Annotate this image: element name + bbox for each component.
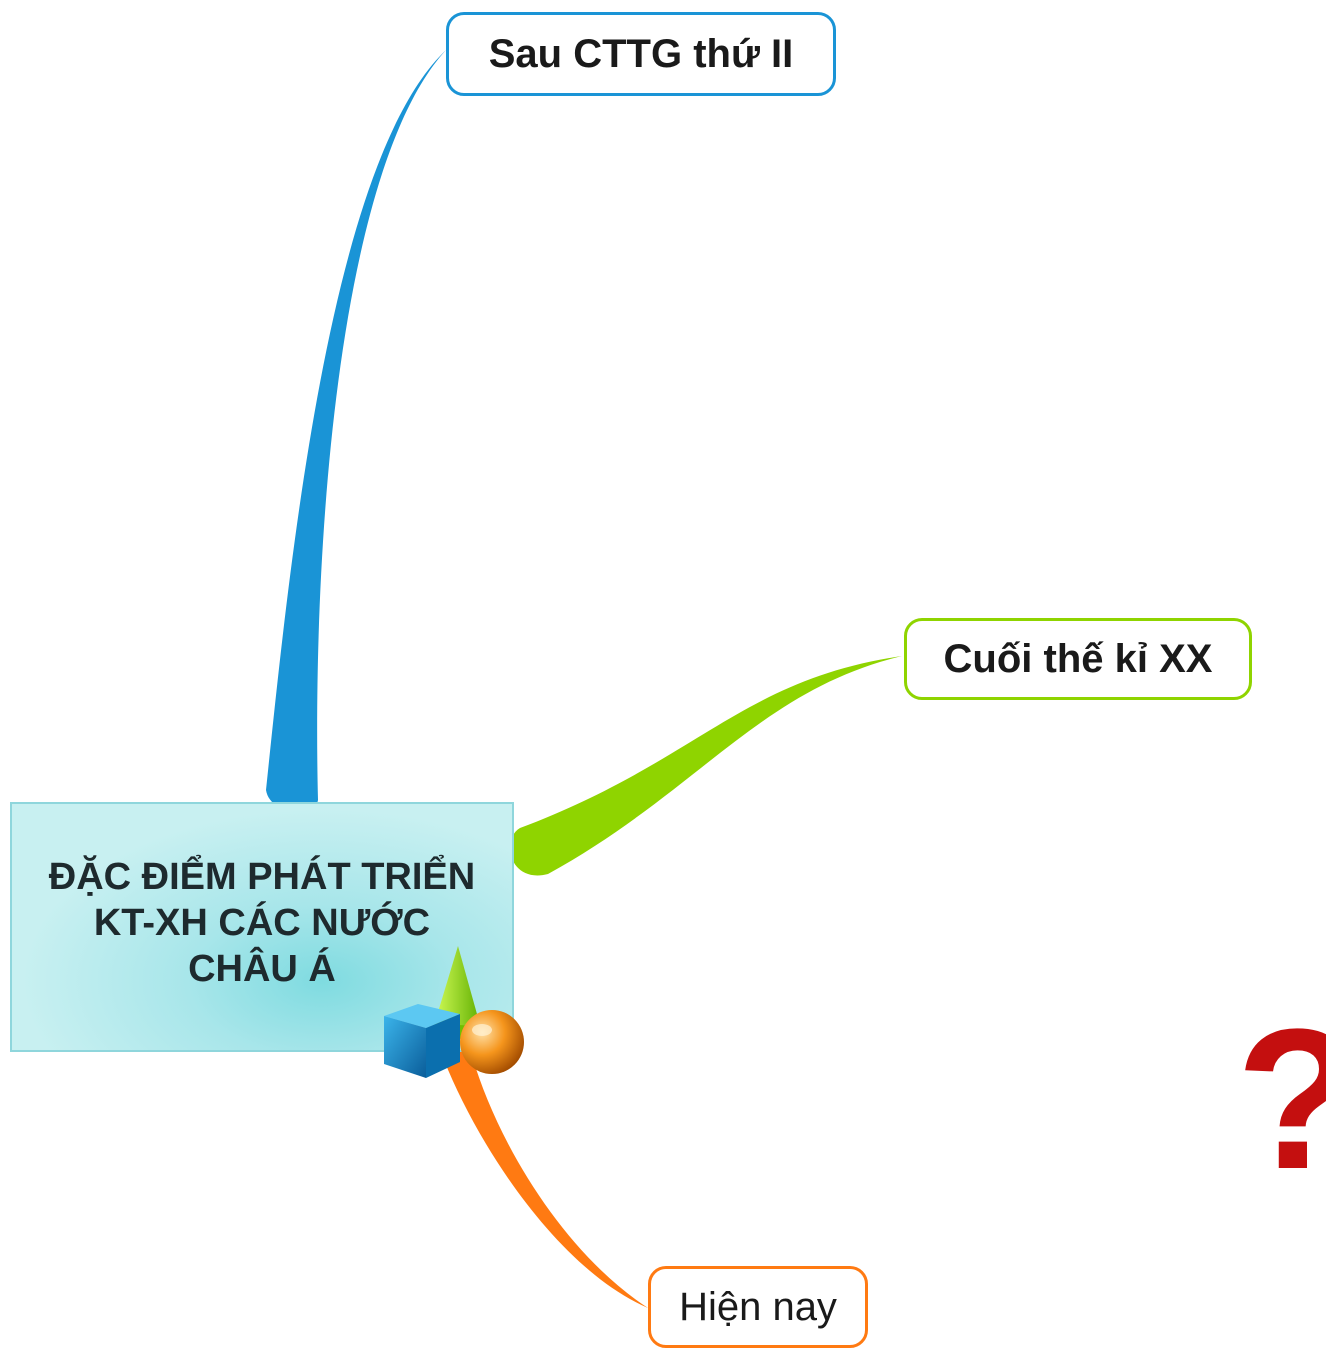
- sphere-highlight: [472, 1024, 492, 1036]
- topic-cuoi-the-ki[interactable]: Cuối thế kỉ XX: [904, 618, 1252, 700]
- cube-side: [426, 1014, 460, 1078]
- topic-label: Hiện nay: [679, 1284, 837, 1329]
- sphere-shape: [460, 1010, 524, 1074]
- central-topic[interactable]: ĐẶC ĐIỂM PHÁT TRIỂN KT-XH CÁC NƯỚC CHÂU …: [10, 802, 514, 1052]
- question-mark-icon: ?: [1236, 1000, 1326, 1200]
- cube-front: [384, 1016, 426, 1078]
- shapes-icon: [384, 946, 524, 1078]
- topic-label: Sau CTTG thứ II: [488, 31, 794, 76]
- topic-sau-cttg[interactable]: Sau CTTG thứ II: [446, 12, 836, 96]
- cube-top: [384, 1004, 460, 1028]
- central-topic-title: ĐẶC ĐIỂM PHÁT TRIỂN KT-XH CÁC NƯỚC CHÂU …: [48, 856, 476, 990]
- branch-connector-1: [266, 50, 446, 811]
- topic-hien-nay[interactable]: Hiện nay: [648, 1266, 868, 1348]
- topic-label: Cuối thế kỉ XX: [943, 636, 1213, 681]
- branch-connector-2: [509, 656, 902, 876]
- branch-connector-3: [444, 1049, 648, 1308]
